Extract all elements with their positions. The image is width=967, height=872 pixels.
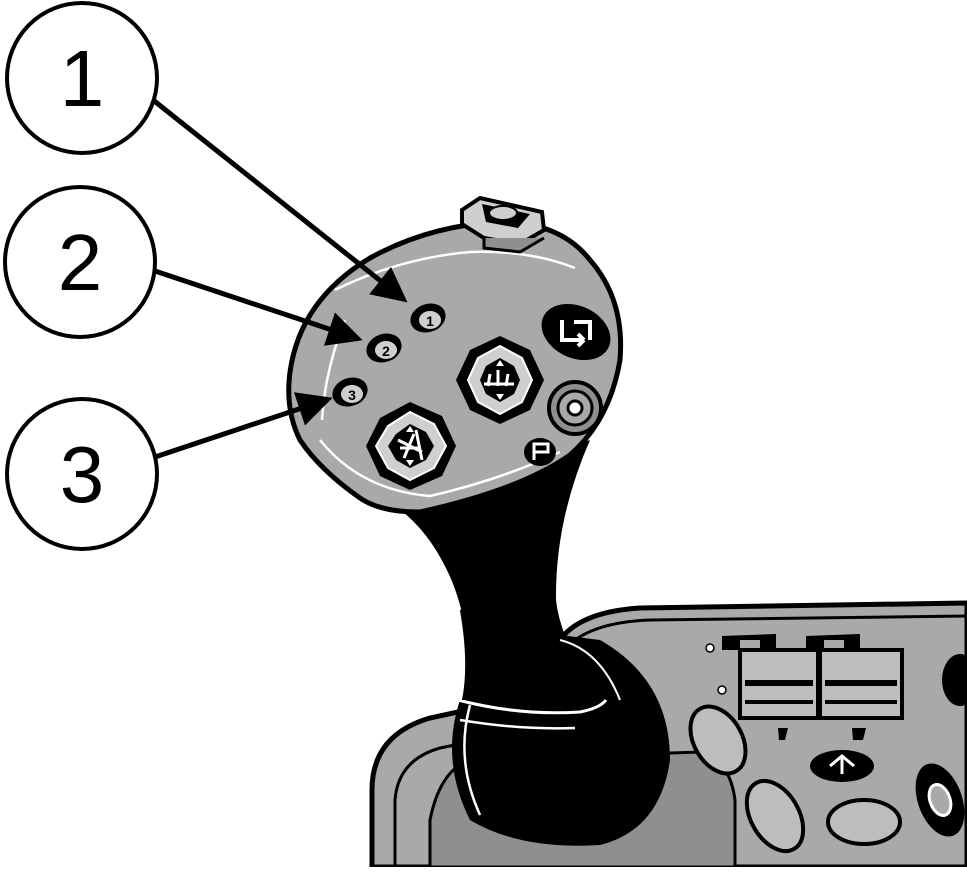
handle-octagon-upper bbox=[456, 336, 544, 424]
callout-1-number: 1 bbox=[60, 34, 105, 123]
handle-scroll-button bbox=[547, 380, 603, 436]
console-button-f bbox=[942, 654, 967, 706]
top-trigger bbox=[460, 195, 547, 254]
stem-boot-highlight bbox=[463, 704, 482, 816]
callout-3: 3 bbox=[5, 397, 159, 551]
handle-button-2: 2 bbox=[366, 333, 402, 363]
rocker-symbol-right bbox=[852, 728, 866, 740]
console-edge bbox=[574, 614, 967, 642]
callout-1: 1 bbox=[5, 1, 159, 155]
handle-button-2-label: 2 bbox=[382, 343, 390, 359]
stem-ring bbox=[457, 698, 608, 715]
callout-2-number: 2 bbox=[58, 218, 103, 307]
head-bottom-band bbox=[319, 439, 561, 498]
leader-line-1 bbox=[146, 94, 408, 303]
callout-3-number: 3 bbox=[60, 430, 105, 519]
callout-2: 2 bbox=[3, 185, 157, 339]
console-button-c bbox=[826, 798, 902, 846]
indicator-dot-1 bbox=[705, 643, 715, 653]
handle-button-3: 3 bbox=[332, 377, 368, 407]
console-button-b bbox=[744, 778, 806, 854]
base-plate-rim bbox=[393, 740, 471, 867]
stem-neck-highlight bbox=[403, 518, 462, 611]
indicator-dot-2 bbox=[717, 685, 727, 695]
console-button-d-symbol bbox=[829, 754, 855, 774]
stem-ring-2 bbox=[459, 718, 576, 730]
console-button-e-inner bbox=[927, 783, 953, 817]
handle-button-1-label: 1 bbox=[426, 313, 434, 329]
handle-button-oval bbox=[541, 303, 611, 361]
rocker-symbol-left bbox=[778, 728, 788, 740]
leader-line-3 bbox=[151, 392, 333, 461]
handle-flag-button bbox=[524, 438, 556, 466]
console-button-a bbox=[688, 704, 748, 776]
leader-line-2 bbox=[151, 267, 363, 346]
handle-button-3-label: 3 bbox=[348, 387, 356, 403]
stem-curve-highlight bbox=[559, 639, 621, 701]
rocker-switch-right bbox=[806, 634, 904, 720]
rocker-switch-left bbox=[722, 634, 820, 720]
handle-octagon-lower bbox=[366, 402, 456, 490]
handle-button-1: 1 bbox=[410, 303, 446, 333]
